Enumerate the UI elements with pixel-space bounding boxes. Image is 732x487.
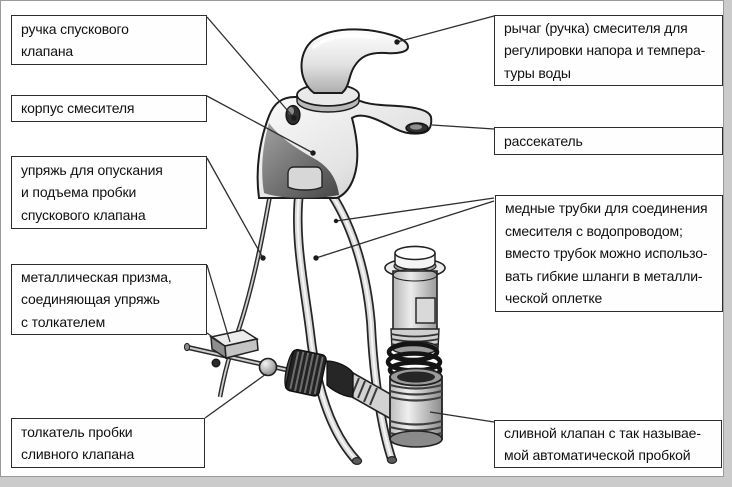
leader-mixer-body	[206, 95, 314, 154]
callout-dots	[260, 39, 400, 261]
label-harness: упряжь для опускания и подъема пробки сп…	[11, 156, 207, 229]
label-mixer-lever: рычаг (ручка) смесителя для регулировки …	[494, 15, 723, 86]
leader-pusher	[204, 373, 267, 419]
faucet-mixer	[256, 28, 433, 199]
label-copper-tubes: медные трубки для соединения смесителя с…	[495, 195, 723, 312]
ball-joint	[258, 357, 278, 377]
label-drain-valve-handle: ручка спускового клапана	[11, 15, 207, 65]
supply-tube-left	[292, 186, 363, 466]
diagram-sheet: ручка спускового клапана корпус смесител…	[0, 0, 724, 477]
drain-tee-body	[343, 367, 443, 448]
leader-metal-prism-a	[206, 264, 231, 343]
pusher-rod	[183, 342, 302, 376]
label-mixer-body: корпус смесителя	[11, 95, 207, 122]
leader-metal-prism-b	[206, 332, 222, 344]
faucet-base-nut	[287, 166, 323, 191]
popup-plug	[384, 245, 446, 356]
leader-drain-valve-handle	[206, 16, 295, 119]
metal-prism-block	[209, 329, 259, 368]
leader-copper-tube-a	[335, 197, 495, 222]
label-metal-prism: металлическая призма, соединяющая упряжь…	[11, 264, 207, 335]
label-aerator: рассекатель	[494, 127, 723, 155]
rubber-gasket-cone	[326, 360, 354, 398]
label-pusher: толкатель пробки сливного клапана	[11, 418, 205, 468]
leader-harness	[206, 157, 264, 259]
leader-drain-valve	[429, 411, 495, 423]
leader-copper-tube-b	[315, 200, 495, 259]
leader-mixer-lever	[396, 15, 495, 43]
leader-aerator	[431, 124, 495, 130]
faucet-lever	[300, 28, 410, 94]
faucet-diagram-illustration	[183, 15, 495, 466]
leader-lines	[204, 15, 495, 423]
supply-tube-right	[324, 186, 398, 465]
label-drain-valve: сливной клапан с так называе- мой автома…	[494, 420, 722, 468]
knurled-nut	[284, 348, 327, 397]
